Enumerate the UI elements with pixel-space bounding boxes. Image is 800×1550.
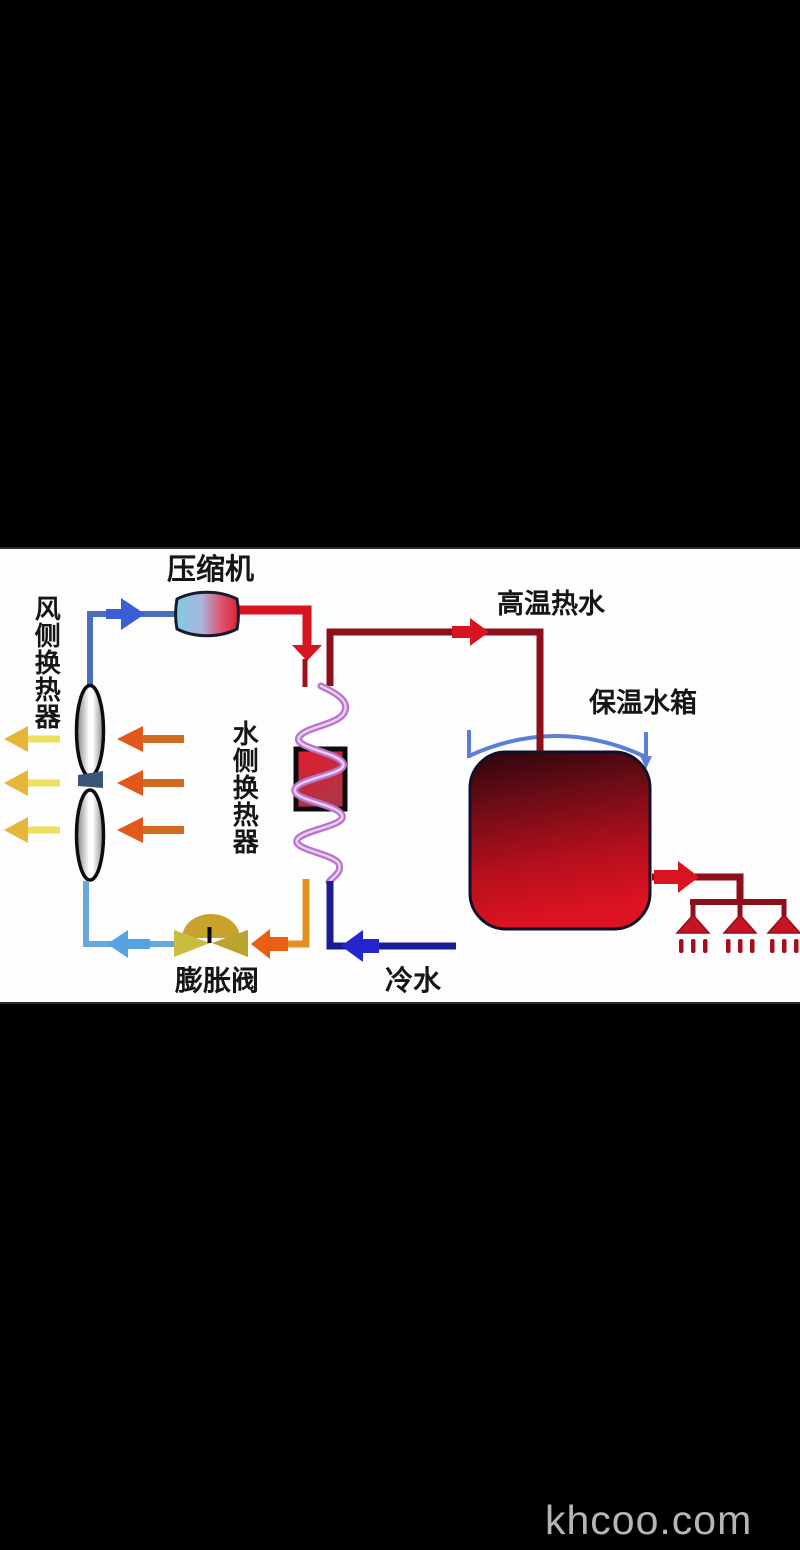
discharge-pipe <box>238 605 312 646</box>
tank-bracket-arc <box>467 730 652 769</box>
air-in-arrow <box>117 817 184 843</box>
air-out-arrow <box>4 770 60 796</box>
liquid-line-arrow <box>251 929 288 959</box>
cold-water-pipe <box>326 881 456 950</box>
hot-water-label: 高温热水 <box>497 589 605 620</box>
watermark: khcoo.com <box>545 1497 753 1543</box>
air-out-arrow <box>4 726 60 752</box>
suction-flow-arrow <box>106 598 145 630</box>
air-in-arrow <box>117 770 184 796</box>
hot-water-arrow <box>452 618 489 646</box>
shower-head-icon <box>675 913 711 934</box>
fan-hub <box>78 771 103 788</box>
fan-blade-bottom <box>74 788 106 882</box>
diagram-canvas <box>4 590 800 962</box>
spray-dashes <box>679 939 799 953</box>
storage-tank-icon <box>468 750 652 931</box>
compressor-icon <box>174 590 240 638</box>
fan-blade-top <box>74 683 106 779</box>
refrigerant-coil-icon <box>291 682 350 886</box>
cold-water-label: 冷水 <box>385 964 442 997</box>
expansion-valve-icon <box>174 914 248 957</box>
valve-stem <box>207 927 212 943</box>
compressor-label: 压缩机 <box>167 552 255 586</box>
air-side-exchanger-label: 风侧换热器 <box>30 595 61 730</box>
suction-pipe <box>87 611 177 686</box>
air-in-arrow <box>117 726 184 752</box>
cold-water-arrow <box>341 930 379 962</box>
air-out-arrow <box>4 817 60 843</box>
water-side-exchanger-label: 水侧换热器 <box>228 720 259 855</box>
hot-water-pipe <box>326 628 544 761</box>
tank-outlet-arrow <box>654 861 699 893</box>
return-pipe <box>83 881 180 947</box>
expansion-valve-label: 膨胀阀 <box>175 964 260 997</box>
storage-tank-label: 保温水箱 <box>589 688 697 719</box>
air-in-arrows <box>117 726 184 843</box>
fan-icon <box>74 683 106 882</box>
shower-head-icons <box>675 913 800 953</box>
shower-head-icon <box>722 913 758 934</box>
return-flow-arrow <box>107 930 150 958</box>
air-out-arrows <box>4 726 60 843</box>
liquid-line-pipe <box>283 879 310 948</box>
discharge-arrow-head <box>292 645 322 661</box>
heat-pump-diagram: 压缩机 风侧换热器 水侧换热器 高温热水 保温水箱 膨胀阀 冷水 <box>0 547 800 1004</box>
shower-head-icon <box>766 913 800 934</box>
